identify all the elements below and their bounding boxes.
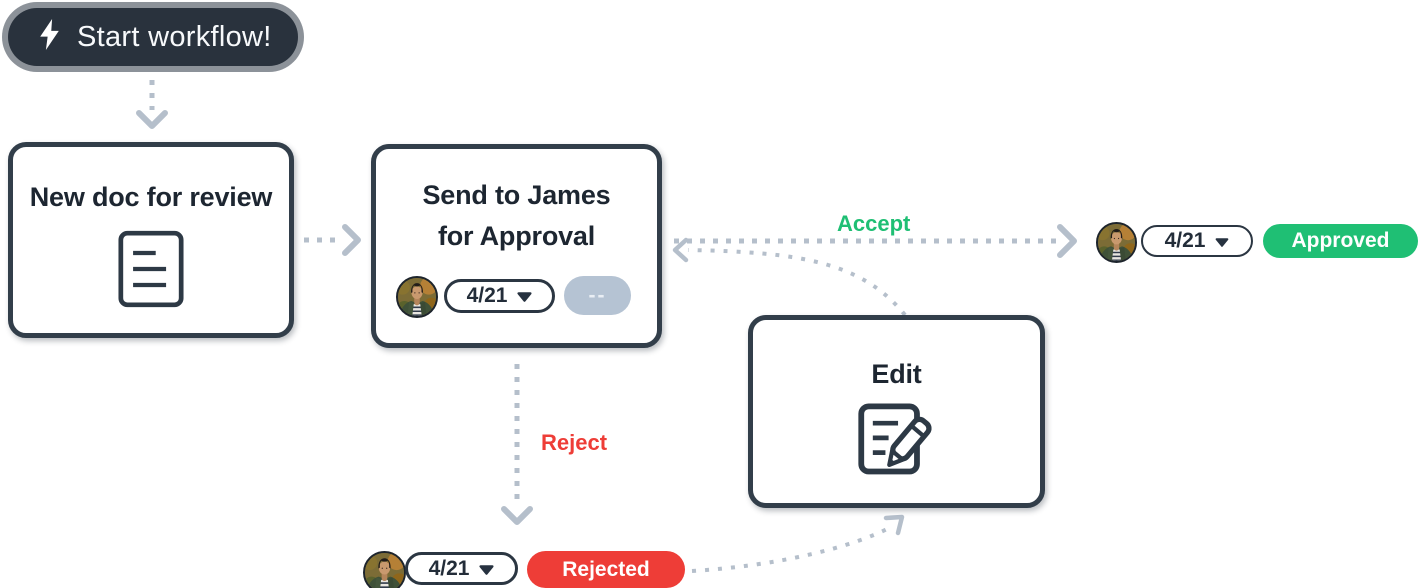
assignee-avatar[interactable] [396, 276, 438, 318]
arrowhead-left-send [672, 237, 689, 263]
node-title: New doc for review [29, 182, 273, 212]
caret-down-icon [517, 284, 532, 308]
rejected-status-label: Rejected [562, 557, 650, 581]
node-title-line2: for Approval [437, 221, 596, 251]
edge-rejected-to-edit [691, 524, 894, 573]
node-edit[interactable]: Edit [748, 315, 1045, 508]
rejecter-avatar[interactable] [363, 551, 406, 588]
accept-edge-label: Accept [837, 211, 911, 236]
approved-status-label: Approved [1291, 229, 1390, 252]
caret-down-icon [479, 557, 494, 581]
edge-edit-to-send [687, 248, 907, 317]
due-date-value: 4/21 [466, 284, 508, 307]
reject-edge-label: Reject [541, 430, 608, 455]
status-placeholder-value: -- [588, 283, 607, 307]
approved-date-dropdown[interactable]: 4/21 [1141, 225, 1253, 257]
status-placeholder-pill[interactable]: -- [564, 276, 631, 315]
node-title-line1: Send to James [422, 180, 611, 210]
lightning-bolt-icon [38, 19, 61, 55]
rejected-status-badge: Rejected [527, 551, 685, 588]
approved-status-badge: Approved [1263, 224, 1418, 258]
approved-date-value: 4/21 [1164, 229, 1206, 252]
rejected-date-value: 4/21 [428, 556, 470, 580]
start-workflow-label: Start workflow! [77, 20, 272, 53]
arrowhead-upright-edit [883, 514, 905, 536]
caret-down-icon [1215, 229, 1229, 253]
arrowhead-down-rejected [501, 506, 533, 525]
node-new-doc-for-review[interactable]: New doc for review [8, 142, 294, 338]
document-icon [118, 230, 184, 313]
arrowhead-right-approved [1057, 224, 1077, 258]
node-title: Edit [871, 359, 922, 389]
rejected-date-dropdown[interactable]: 4/21 [405, 552, 518, 585]
arrowhead-right-send [342, 224, 361, 256]
arrowhead-down-newdoc [136, 110, 168, 129]
edit-pencil-icon [856, 399, 938, 486]
start-workflow-button[interactable]: Start workflow! [8, 8, 298, 66]
approver-avatar[interactable] [1096, 222, 1137, 263]
due-date-dropdown[interactable]: 4/21 [444, 279, 555, 313]
